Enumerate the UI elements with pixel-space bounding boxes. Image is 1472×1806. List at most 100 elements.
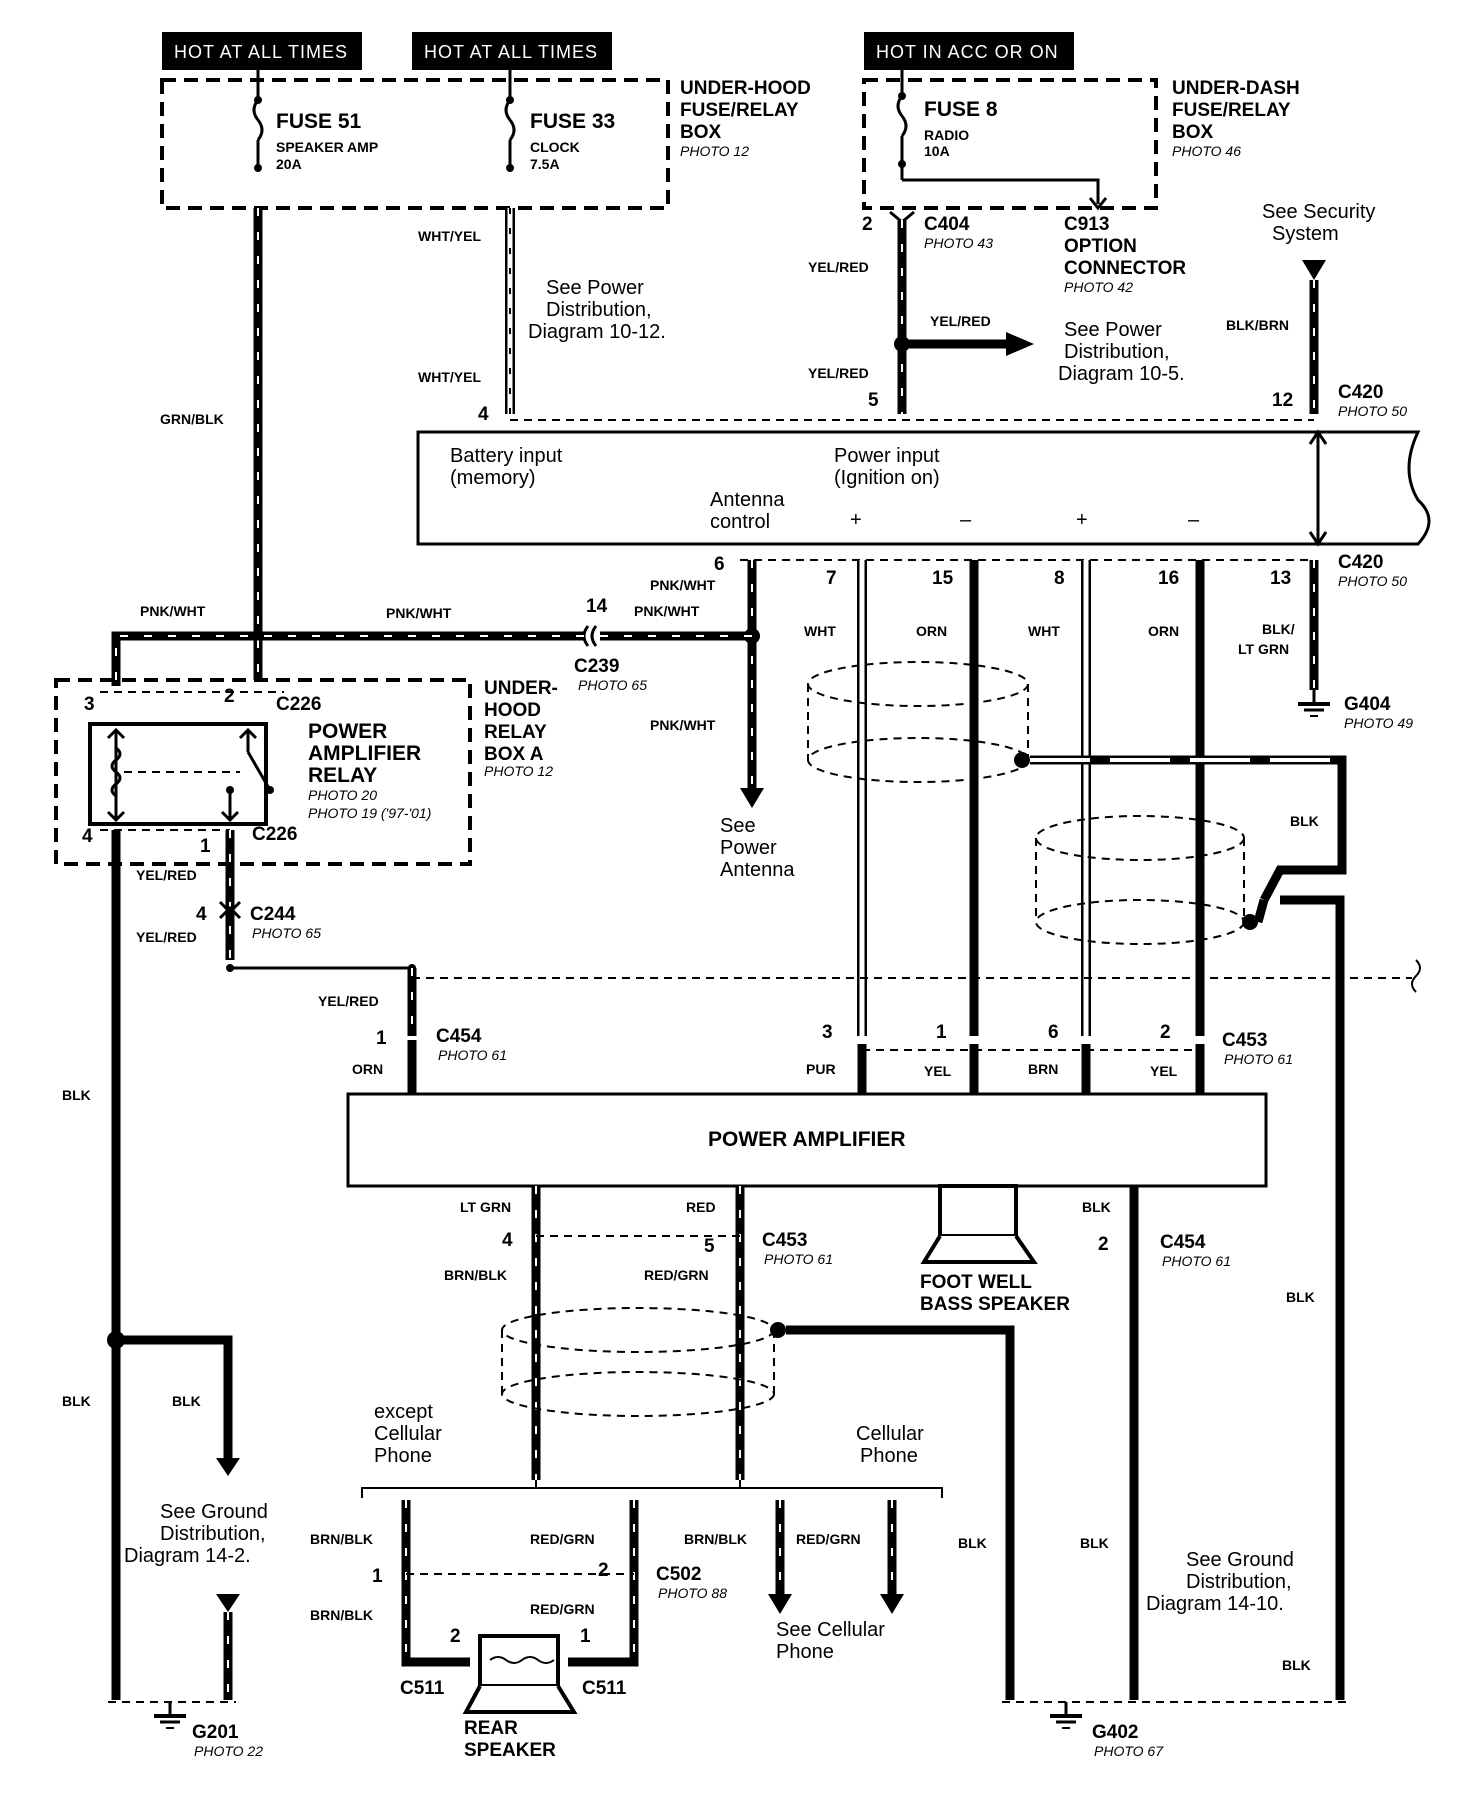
fuse-33-amp: 7.5A	[530, 156, 560, 172]
connector-c239: C239	[574, 656, 619, 677]
under-dash-box-photo: PHOTO 46	[1172, 143, 1241, 159]
under-hood-box-title: FUSE/RELAY	[680, 100, 799, 121]
relay-label: RELAY	[308, 764, 377, 787]
wire-label: BLK	[1290, 813, 1319, 829]
pin-label: 7	[826, 568, 837, 589]
note-text: Distribution,	[160, 1523, 266, 1545]
pin-label: 2	[224, 686, 235, 707]
wire-label: YEL/RED	[808, 259, 869, 275]
connector-photo: PHOTO 61	[438, 1047, 507, 1063]
pin-label: 8	[1054, 568, 1065, 589]
wire-label: ORN	[1148, 623, 1179, 639]
pin-label: 1	[376, 1028, 387, 1049]
connector-c913: OPTION	[1064, 236, 1137, 257]
header-text: HOT AT ALL TIMES	[174, 42, 348, 62]
wire-label: WHT/YEL	[418, 228, 481, 244]
wire-label: RED/GRN	[796, 1531, 861, 1547]
radio-label: –	[1188, 509, 1200, 531]
connector-c913: C913	[1064, 214, 1109, 235]
connector-photo: PHOTO 88	[658, 1585, 727, 1601]
wire-blk	[786, 1325, 1015, 1700]
note-text: except	[374, 1401, 433, 1423]
wire-label: PUR	[806, 1061, 836, 1077]
wire-label: BLK	[1080, 1535, 1109, 1551]
ground-icon	[1050, 1702, 1082, 1729]
relay-box-title: BOX A	[484, 744, 544, 765]
wire-label: YEL/RED	[318, 993, 379, 1009]
pin-label: 1	[372, 1566, 383, 1587]
wire-label: RED/GRN	[530, 1531, 595, 1547]
wire-label: BRN/BLK	[310, 1607, 373, 1623]
pin-label: 1	[200, 836, 211, 857]
connector-c511: C511	[400, 1678, 445, 1699]
wire-label: YEL/RED	[136, 867, 197, 883]
connector-photo: PHOTO 61	[764, 1251, 833, 1267]
wire-label: BLK	[62, 1087, 91, 1103]
under-dash-fuse-box	[862, 78, 1158, 210]
wire-label: BRN/BLK	[444, 1267, 507, 1283]
note-text: See Ground	[1186, 1549, 1294, 1571]
wire-label: BLK	[1286, 1289, 1315, 1305]
ground-icon	[1298, 690, 1330, 717]
note-text: Cellular	[856, 1423, 924, 1445]
pin-label: 2	[450, 1626, 461, 1647]
wire-label: GRN/BLK	[160, 411, 224, 427]
ground-g201: G201	[192, 1722, 239, 1743]
fuse-51-amp: 20A	[276, 156, 302, 172]
note-text: Antenna	[720, 859, 795, 881]
power-amplifier	[346, 1092, 1268, 1188]
rear-speaker-label: SPEAKER	[464, 1740, 556, 1761]
under-hood-fuse-box	[160, 78, 670, 210]
note-text: See Power	[1064, 319, 1162, 341]
connector-photo: PHOTO 65	[252, 925, 321, 941]
under-hood-box-title: UNDER-HOOD	[680, 78, 811, 99]
note-text: See	[720, 815, 756, 837]
pin-label: 3	[84, 694, 95, 715]
under-dash-box-title: BOX	[1172, 122, 1214, 143]
connector-photo: PHOTO 49	[1344, 715, 1413, 731]
wire-label: PNK/WHT	[140, 603, 206, 619]
radio-label: Power input	[834, 445, 940, 467]
rear-speaker-icon	[462, 1634, 578, 1714]
wire-label: YEL/RED	[930, 313, 991, 329]
connector-photo: PHOTO 12	[484, 763, 553, 779]
header-text: HOT AT ALL TIMES	[424, 42, 598, 62]
connector-c913: CONNECTOR	[1064, 258, 1186, 279]
connector-photo: PHOTO 65	[578, 677, 647, 693]
relay-coil-icon	[106, 727, 274, 823]
pin-label: 12	[1272, 390, 1293, 411]
arrow-icon	[1006, 332, 1034, 356]
relay-box-title: UNDER-	[484, 678, 558, 699]
shield-icon	[807, 661, 1029, 783]
connector-c454: C454	[1160, 1232, 1206, 1253]
header-text: HOT IN ACC OR ON	[876, 42, 1059, 62]
wire-label: RED/GRN	[530, 1601, 595, 1617]
pin-label: 4	[478, 404, 489, 425]
relay-label: POWER	[308, 720, 387, 743]
note-text: See Power	[546, 277, 644, 299]
wire-label: LT GRN	[460, 1199, 511, 1215]
pin-label: 5	[868, 390, 879, 411]
pin-label: 4	[82, 826, 93, 847]
bass-speaker-label: FOOT WELL	[920, 1272, 1032, 1293]
pin-label: 6	[1048, 1022, 1059, 1043]
pin-label: 6	[714, 554, 725, 575]
pin-label: 2	[1160, 1022, 1171, 1043]
radio-label: (Ignition on)	[834, 467, 940, 489]
connector-c454: C454	[436, 1026, 482, 1047]
under-dash-box-title: UNDER-DASH	[1172, 78, 1300, 99]
wire-label: YEL	[924, 1063, 952, 1079]
pin-label: 15	[932, 568, 954, 589]
pin-label: 16	[1158, 568, 1179, 589]
pin-label: 4	[502, 1230, 513, 1251]
note-text: Distribution,	[1186, 1571, 1292, 1593]
radio-label: Battery input	[450, 445, 563, 467]
connector-c453: C453	[762, 1230, 807, 1251]
ground-g402: G402	[1092, 1722, 1138, 1743]
wire-label: BLK/	[1262, 621, 1295, 637]
connector-photo: PHOTO 20	[308, 787, 377, 803]
wire-label: BRN	[1028, 1061, 1058, 1077]
wire-label: BLK	[62, 1393, 91, 1409]
wire-label: ORN	[916, 623, 947, 639]
